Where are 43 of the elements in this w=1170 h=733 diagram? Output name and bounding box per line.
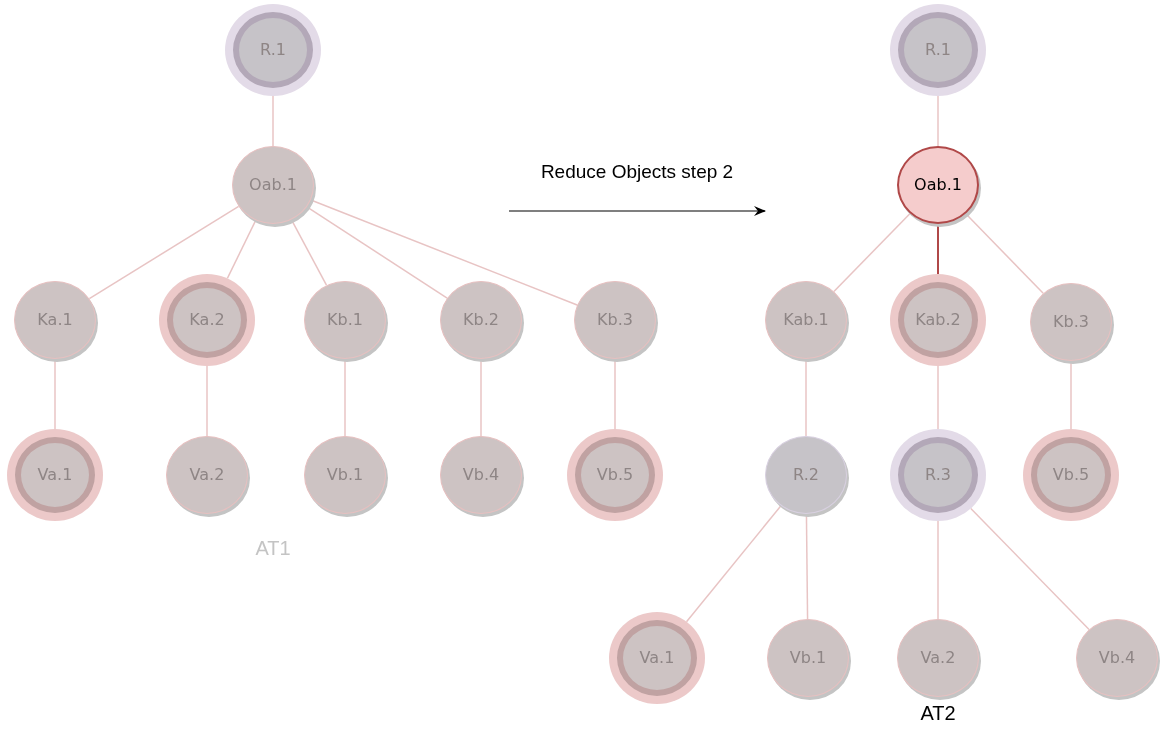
node-label: Va.2 [189,464,225,486]
node-circle [440,281,522,359]
text-label: AT2 [920,701,956,726]
node-label: Vb.1 [789,647,827,669]
node-label: Vb.4 [1098,647,1136,669]
node-label: Va.1 [639,647,675,669]
connector-line [937,365,939,430]
connector-line [272,95,274,147]
node-label: Kb.1 [327,309,363,331]
connector-line [937,520,939,620]
connector-line [206,365,208,437]
node-label: Vb.1 [326,464,364,486]
connector-line [88,205,240,300]
node-label: Va.1 [37,464,73,486]
node-circle [1076,619,1158,697]
node-label: R.1 [260,39,286,61]
node-label: Kb.2 [463,309,499,331]
node-circle [765,281,847,359]
node-label: Ka.1 [37,309,73,331]
node-label: Va.2 [920,647,956,669]
node-label: R.3 [925,464,951,486]
text-label: AT1 [255,536,291,561]
connector-line [937,95,939,147]
node-label: R.2 [793,464,819,486]
text-label: Reduce Objects step 2 [540,159,734,184]
node-circle [1030,283,1112,361]
node-circle [304,281,386,359]
node-label: Kb.3 [597,309,633,331]
node-label: Oab.1 [249,174,297,196]
node-label: R.1 [925,39,951,61]
connector-line [833,212,911,293]
node-label: Kb.3 [1053,311,1089,333]
connector-line [970,507,1090,631]
node-label: Kab.1 [783,309,829,331]
connector-line [685,505,782,623]
node-label: Oab.1 [914,174,962,196]
node-label: Vb.5 [596,464,634,486]
node-label: Ka.2 [189,309,225,331]
node-label: Vb.5 [1052,464,1090,486]
connector-line [226,219,257,280]
node-circle [232,146,314,224]
node-label: Kab.2 [915,309,961,331]
node-label: Vb.4 [462,464,500,486]
